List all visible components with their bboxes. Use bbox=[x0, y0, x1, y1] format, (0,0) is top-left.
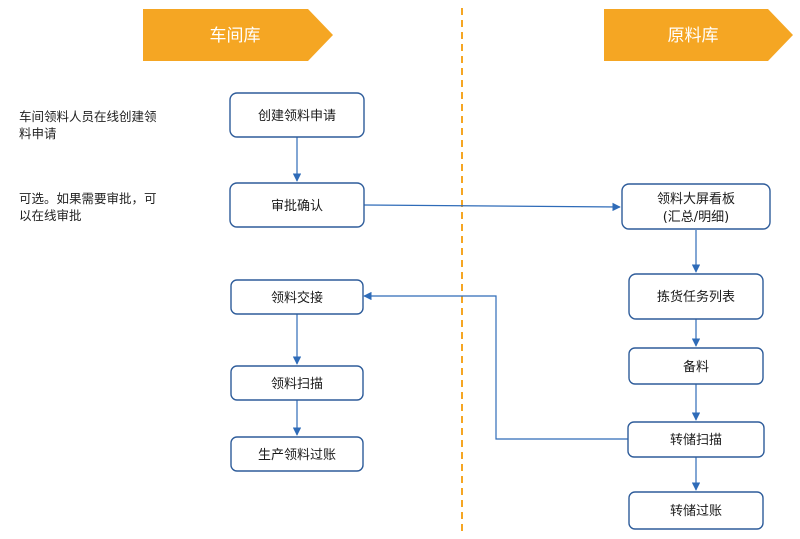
note-line: 车间领料人员在线创建领 bbox=[19, 109, 157, 124]
lane-header-shape bbox=[143, 9, 333, 61]
node-box bbox=[229, 182, 365, 228]
lane-header-workshop: 车间库 bbox=[143, 9, 333, 61]
node-prepare[interactable]: 备料 bbox=[628, 347, 764, 385]
note-create-request: 车间领料人员在线创建领 料申请 bbox=[19, 109, 157, 141]
note-approval: 可选。如果需要审批，可 以在线审批 bbox=[19, 191, 157, 223]
lane-header-material: 原料库 bbox=[604, 9, 793, 61]
node-scan[interactable]: 领料扫描 bbox=[230, 365, 364, 401]
note-line: 料申请 bbox=[19, 126, 57, 141]
node-box bbox=[628, 273, 764, 320]
node-box bbox=[230, 436, 364, 472]
node-label: 领料交接 bbox=[271, 290, 323, 306]
lane-header-shape bbox=[604, 9, 793, 61]
node-box bbox=[229, 92, 365, 138]
node-handover[interactable]: 领料交接 bbox=[230, 279, 364, 315]
edge-transfer-scan-to-handover bbox=[363, 291, 628, 440]
note-line: 可选。如果需要审批，可 bbox=[19, 191, 157, 206]
node-create-request[interactable]: 创建领料申请 bbox=[229, 92, 365, 138]
node-production-post[interactable]: 生产领料过账 bbox=[230, 436, 364, 472]
node-box bbox=[628, 347, 764, 385]
node-label: 生产领料过账 bbox=[258, 448, 336, 463]
node-box bbox=[628, 491, 764, 530]
node-label: 转储扫描 bbox=[670, 433, 722, 448]
node-label: 转储过账 bbox=[670, 504, 722, 519]
note-line: 以在线审批 bbox=[19, 208, 82, 223]
node-picking-list[interactable]: 拣货任务列表 bbox=[628, 273, 764, 320]
node-approve[interactable]: 审批确认 bbox=[229, 182, 365, 228]
node-box bbox=[230, 279, 364, 315]
node-label: 审批确认 bbox=[271, 199, 323, 214]
node-label: 拣货任务列表 bbox=[657, 289, 735, 305]
edges bbox=[292, 137, 701, 491]
node-label: 创建领料申请 bbox=[258, 109, 336, 124]
edge-approve-to-dashboard bbox=[363, 202, 621, 212]
lane-header-label: 原料库 bbox=[668, 26, 719, 46]
node-transfer-scan[interactable]: 转储扫描 bbox=[627, 421, 765, 458]
node-box bbox=[621, 183, 771, 230]
node-box bbox=[627, 421, 765, 458]
node-label-line1: 领料大屏看板 bbox=[657, 191, 735, 207]
lane-header-label: 车间库 bbox=[210, 26, 261, 46]
node-box bbox=[230, 365, 364, 401]
node-label-line2: (汇总/明细) bbox=[663, 210, 730, 225]
node-label: 领料扫描 bbox=[271, 377, 323, 392]
node-transfer-post[interactable]: 转储过账 bbox=[628, 491, 764, 530]
node-label: 备料 bbox=[683, 359, 709, 375]
node-dashboard[interactable]: 领料大屏看板 (汇总/明细) bbox=[621, 183, 771, 230]
